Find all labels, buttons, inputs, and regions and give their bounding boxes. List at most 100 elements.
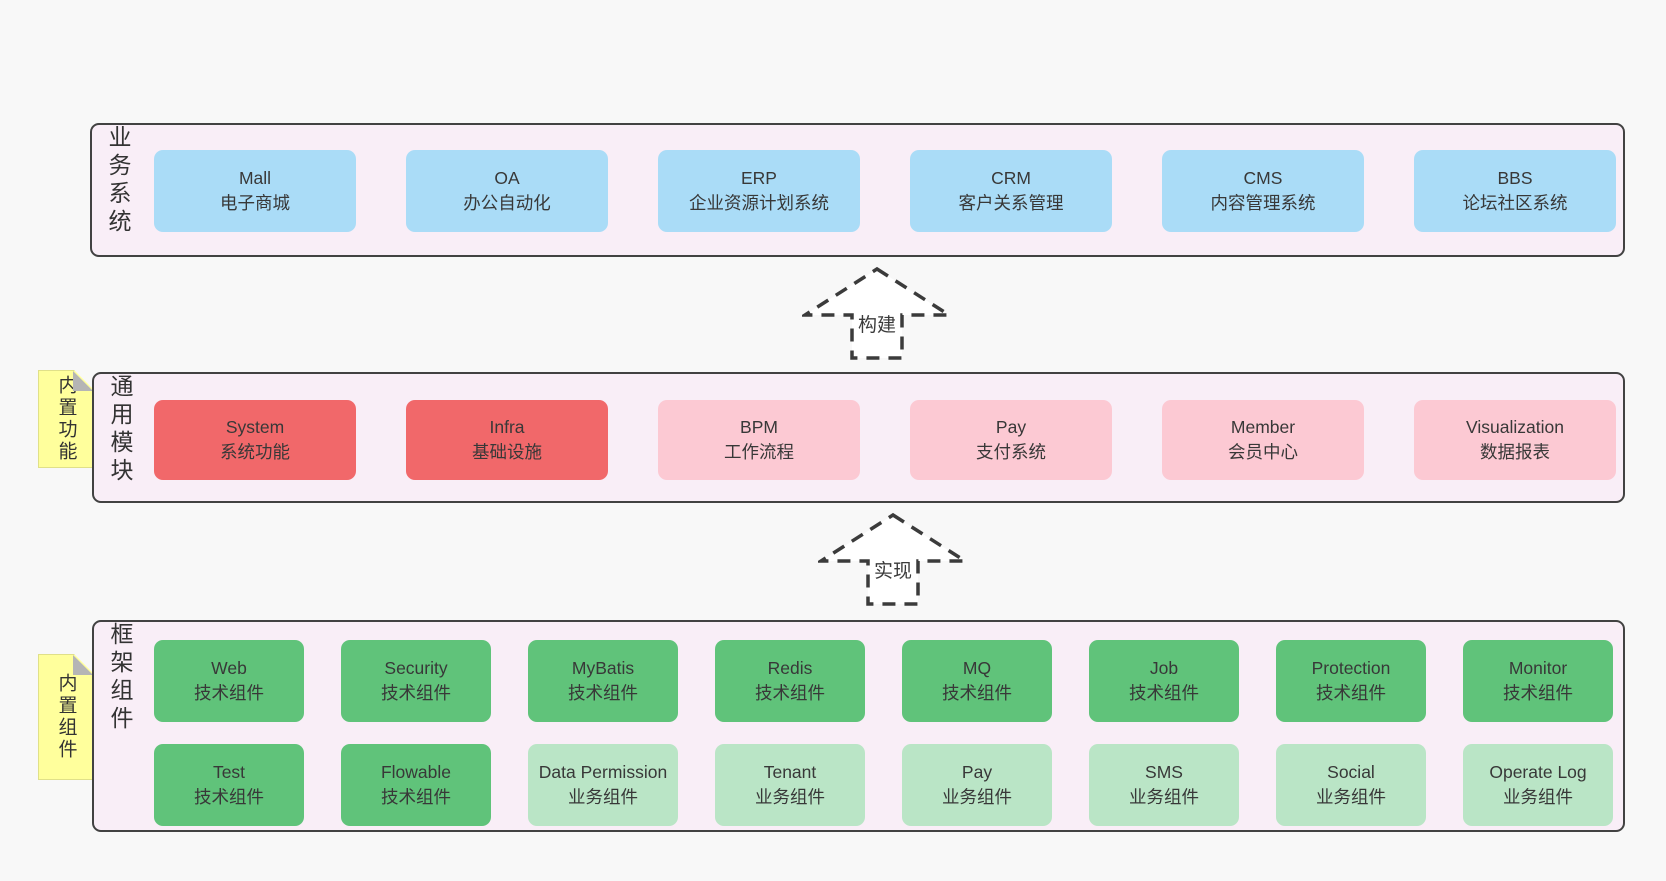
box-title: Mall <box>238 168 272 188</box>
box-mall: Mall 电子商城 <box>154 150 356 232</box>
box-title: Social <box>1327 762 1375 782</box>
box-subtitle: 技术组件 <box>568 683 638 703</box>
box-subtitle: 技术组件 <box>381 787 451 807</box>
box-bpm: BPM 工作流程 <box>658 400 860 480</box>
box-subtitle: 企业资源计划系统 <box>689 193 829 213</box>
box-redis: Redis 技术组件 <box>715 640 865 722</box>
box-subtitle: 办公自动化 <box>463 193 551 213</box>
box-title: Pay <box>995 417 1027 437</box>
box-operate-log: Operate Log 业务组件 <box>1463 744 1613 826</box>
box-title: Security <box>384 658 448 678</box>
note-built-in-components: 内置组件 <box>38 654 94 780</box>
box-web: Web 技术组件 <box>154 640 304 722</box>
box-monitor: Monitor 技术组件 <box>1463 640 1613 722</box>
business-systems-row: Mall 电子商城 OA 办公自动化 ERP 企业资源计划系统 CRM 客户关系… <box>154 150 1616 232</box>
box-title: Member <box>1230 417 1296 437</box>
box-social: Social 业务组件 <box>1276 744 1426 826</box>
box-subtitle: 系统功能 <box>220 442 290 462</box>
box-subtitle: 技术组件 <box>194 683 264 703</box>
box-erp: ERP 企业资源计划系统 <box>658 150 860 232</box>
box-subtitle: 业务组件 <box>942 787 1012 807</box>
box-sms: SMS 业务组件 <box>1089 744 1239 826</box>
box-system: System 系统功能 <box>154 400 356 480</box>
box-protection: Protection 技术组件 <box>1276 640 1426 722</box>
box-title: OA <box>494 168 520 188</box>
box-crm: CRM 客户关系管理 <box>910 150 1112 232</box>
box-title: Visualization <box>1466 417 1564 437</box>
box-subtitle: 技术组件 <box>1503 683 1573 703</box>
box-title: BPM <box>740 417 778 437</box>
box-title: Tenant <box>763 762 817 782</box>
box-subtitle: 内容管理系统 <box>1210 193 1316 213</box>
box-pay: Pay 支付系统 <box>910 400 1112 480</box>
box-test: Test 技术组件 <box>154 744 304 826</box>
box-member: Member 会员中心 <box>1162 400 1364 480</box>
box-title: SMS <box>1145 762 1183 782</box>
box-title: Redis <box>767 658 813 678</box>
box-subtitle: 技术组件 <box>755 683 825 703</box>
box-title: Job <box>1149 658 1179 678</box>
framework-components-container: 框架组件 Web 技术组件 Security 技术组件 MyBatis 技术组件… <box>92 620 1625 832</box>
framework-components-label: 框架组件 <box>107 622 133 734</box>
common-modules-container: 通用模块 System 系统功能 Infra 基础设施 BPM 工作流程 Pay… <box>92 372 1625 503</box>
box-title: System <box>225 417 285 437</box>
box-mq: MQ 技术组件 <box>902 640 1052 722</box>
common-modules-label: 通用模块 <box>107 374 133 486</box>
business-systems-container: 业务系统 Mall 电子商城 OA 办公自动化 ERP 企业资源计划系统 CRM… <box>90 123 1625 257</box>
arrow-build: 构建 <box>802 266 952 361</box>
box-subtitle: 技术组件 <box>1316 683 1386 703</box>
box-mybatis: MyBatis 技术组件 <box>528 640 678 722</box>
box-visualization: Visualization 数据报表 <box>1414 400 1616 480</box>
box-subtitle: 业务组件 <box>1316 787 1386 807</box>
framework-components-row-2: Test 技术组件 Flowable 技术组件 Data Permission … <box>154 744 1613 826</box>
box-subtitle: 业务组件 <box>568 787 638 807</box>
business-systems-label: 业务系统 <box>105 125 131 237</box>
box-subtitle: 业务组件 <box>1129 787 1199 807</box>
arrow-implement-label: 实现 <box>871 556 915 583</box>
box-title: Test <box>212 762 246 782</box>
box-title: Data Permission <box>538 762 668 782</box>
box-subtitle: 数据报表 <box>1480 442 1550 462</box>
box-subtitle: 业务组件 <box>755 787 825 807</box>
box-title: ERP <box>741 168 777 188</box>
box-title: Operate Log <box>1489 762 1587 782</box>
box-title: CMS <box>1243 168 1283 188</box>
box-title: Web <box>211 658 247 678</box>
box-title: MyBatis <box>571 658 635 678</box>
box-title: Pay <box>961 762 993 782</box>
box-pay-component: Pay 业务组件 <box>902 744 1052 826</box>
box-tenant: Tenant 业务组件 <box>715 744 865 826</box>
box-flowable: Flowable 技术组件 <box>341 744 491 826</box>
framework-components-row-1: Web 技术组件 Security 技术组件 MyBatis 技术组件 Redi… <box>154 640 1613 722</box>
box-subtitle: 论坛社区系统 <box>1462 193 1568 213</box>
box-title: Flowable <box>380 762 452 782</box>
note-built-in-features-label: 内置功能 <box>55 375 77 463</box>
box-title: CRM <box>991 168 1031 188</box>
common-modules-row: System 系统功能 Infra 基础设施 BPM 工作流程 Pay 支付系统… <box>154 400 1616 480</box>
box-subtitle: 业务组件 <box>1503 787 1573 807</box>
note-built-in-components-label: 内置组件 <box>55 673 77 761</box>
box-subtitle: 技术组件 <box>381 683 451 703</box>
box-title: BBS <box>1497 168 1533 188</box>
box-cms: CMS 内容管理系统 <box>1162 150 1364 232</box>
box-bbs: BBS 论坛社区系统 <box>1414 150 1616 232</box>
box-title: Monitor <box>1508 658 1568 678</box>
box-oa: OA 办公自动化 <box>406 150 608 232</box>
box-title: Protection <box>1311 658 1391 678</box>
note-folded-corner-icon <box>73 655 93 675</box>
box-data-permission: Data Permission 业务组件 <box>528 744 678 826</box>
box-job: Job 技术组件 <box>1089 640 1239 722</box>
box-subtitle: 工作流程 <box>724 442 794 462</box>
box-security: Security 技术组件 <box>341 640 491 722</box>
arrow-build-label: 构建 <box>855 310 899 337</box>
box-subtitle: 技术组件 <box>194 787 264 807</box>
box-infra: Infra 基础设施 <box>406 400 608 480</box>
box-title: Infra <box>489 417 525 437</box>
arrow-implement: 实现 <box>818 512 968 607</box>
box-subtitle: 电子商城 <box>220 193 290 213</box>
box-title: MQ <box>962 658 992 678</box>
box-subtitle: 技术组件 <box>1129 683 1199 703</box>
box-subtitle: 基础设施 <box>472 442 542 462</box>
note-folded-corner-icon <box>73 371 93 391</box>
